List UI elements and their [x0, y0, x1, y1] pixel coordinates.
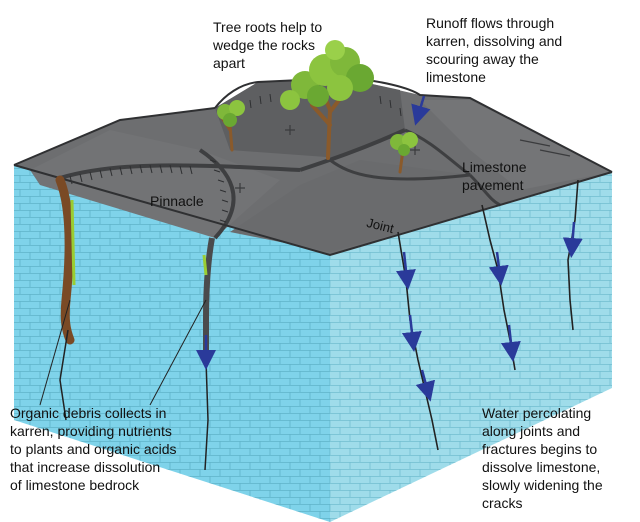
tree-small-left [217, 100, 245, 152]
limestone-pavement-top [13, 76, 613, 257]
leader-lines [39, 299, 207, 406]
arrow-joint-3 [415, 369, 436, 402]
tree-small-right [390, 132, 418, 174]
arrow-fracture-3 [562, 221, 583, 258]
arrow-runoff [411, 95, 431, 126]
label-tree-roots: Tree roots help to wedge the rocks apart [213, 19, 323, 71]
arrow-fracture-2 [500, 324, 521, 362]
label-pinnacle: Pinnacle [150, 193, 204, 209]
label-water-percolating: Water percolating along joints and fract… [482, 405, 603, 511]
karren-crack-left [55, 175, 76, 421]
arrow-joint-2 [401, 314, 422, 352]
label-limestone-pavement: Limestone pavement [462, 159, 527, 193]
limestone-side-face [330, 172, 612, 522]
arrow-joint-1 [395, 251, 416, 290]
label-organic-debris: Organic debris collects in karren, provi… [10, 405, 177, 493]
water-flow-arrows [196, 95, 583, 402]
karren-crack-pinnacle [202, 237, 215, 471]
label-runoff: Runoff flows through karren, dissolving … [426, 15, 563, 85]
tree-large [280, 40, 374, 160]
arrow-fracture-1 [488, 251, 509, 286]
limestone-front-face [14, 165, 330, 522]
